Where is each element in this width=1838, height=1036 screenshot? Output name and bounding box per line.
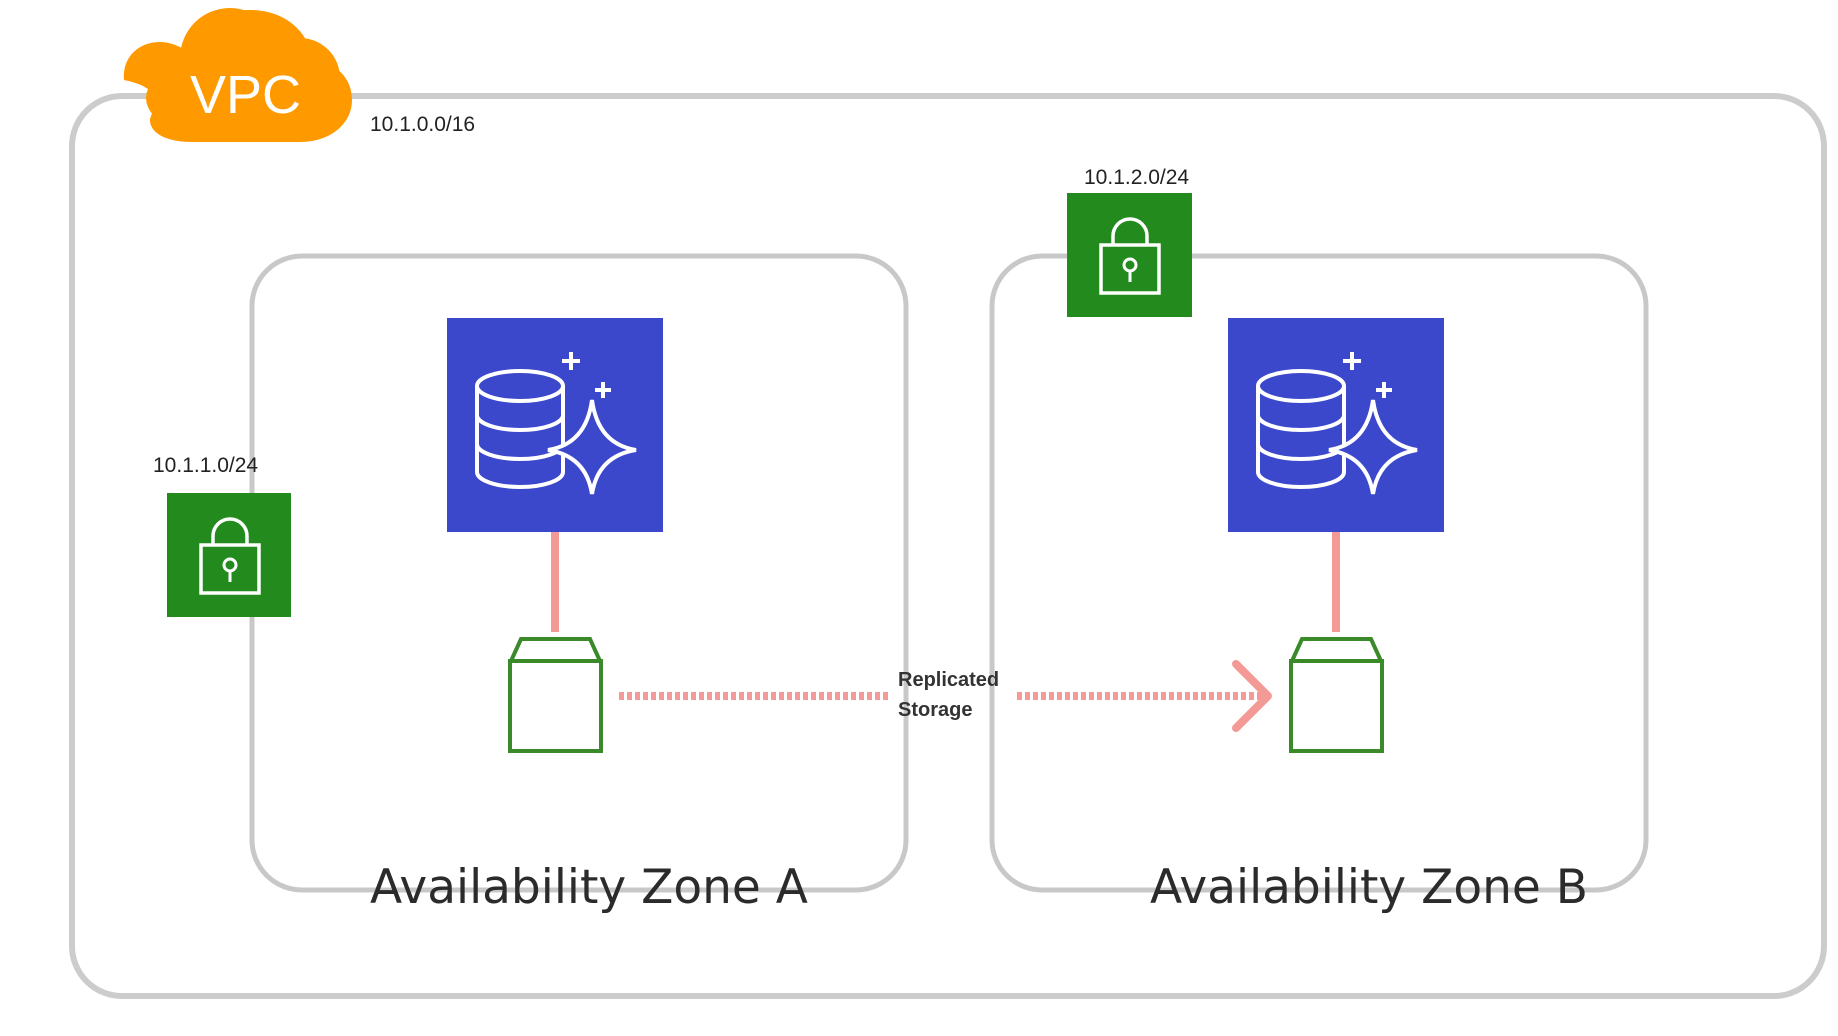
- replicated-storage-label-line1: Replicated: [898, 669, 1000, 691]
- subnet-b-cidr-label: 10.1.2.0/24: [1084, 166, 1190, 189]
- availability-zone-b-container: [989, 253, 1649, 893]
- availability-zone-a-label: Availability Zone A: [370, 860, 808, 915]
- subnet-b-lock-icon: [1067, 193, 1192, 317]
- zone-b-aurora-database-icon: [1228, 318, 1444, 532]
- availability-zone-b-label: Availability Zone B: [1150, 860, 1588, 915]
- zone-b-storage-volume-icon: [1288, 637, 1385, 753]
- replicated-storage-label: Replicated Storage: [898, 665, 999, 725]
- replicated-storage-label-line2: Storage: [898, 699, 973, 721]
- vpc-label: VPC: [190, 65, 302, 125]
- zone-a-storage-volume-icon: [507, 637, 604, 753]
- vpc-cidr-label: 10.1.0.0/16: [370, 113, 476, 136]
- subnet-a-lock-icon: [167, 493, 291, 617]
- zone-a-aurora-database-icon: [447, 318, 663, 532]
- subnet-a-cidr-label: 10.1.1.0/24: [153, 454, 259, 477]
- vpc-cloud-icon: [123, 8, 353, 142]
- vpc-container: [69, 93, 1827, 999]
- replication-arrowhead-icon: [1232, 660, 1272, 732]
